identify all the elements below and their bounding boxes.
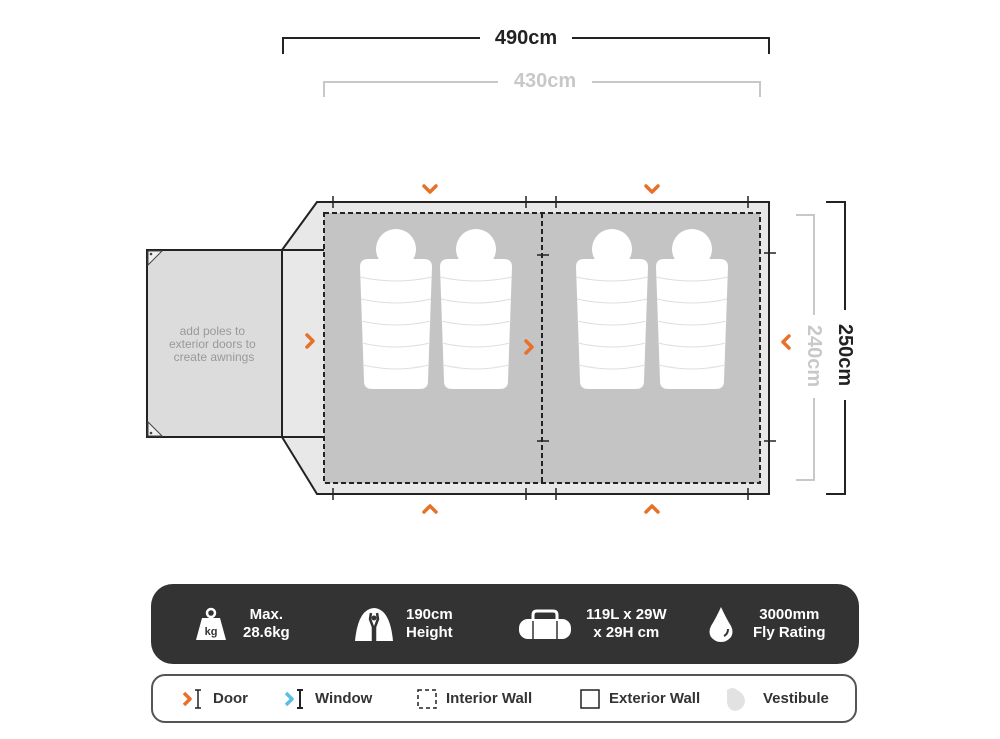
spec-weight-line2: 28.6kg: [243, 624, 290, 641]
legend: Door Window Interior Wall Exterior Wall …: [151, 674, 857, 723]
exterior-wall-icon: [580, 688, 600, 709]
spec-pack-line2: x 29H cm: [593, 624, 660, 641]
doors: [305, 184, 791, 514]
dimension-outer-length: 490cm: [282, 27, 770, 54]
legend-label-door: Door: [213, 690, 248, 707]
spec-height-line1: 190cm: [406, 606, 453, 623]
outer-length-label: 490cm: [495, 27, 557, 49]
legend-label-window: Window: [315, 690, 373, 707]
spec-weight: kg Max.28.6kg: [191, 584, 290, 664]
svg-text:add poles to exterior do: add poles to exterior doors to create aw…: [169, 324, 259, 364]
dimension-outer-width: 250cm: [826, 201, 856, 495]
legend-item-vestibule: Vestibule: [723, 676, 829, 721]
spec-weight-line1: Max.: [249, 606, 284, 623]
door-icon-bottom-left: [422, 504, 438, 514]
vestibule-icon: [727, 687, 745, 711]
inner-width-label: 240cm: [803, 325, 825, 387]
pole-markers: [332, 196, 776, 500]
legend-item-exterior-wall: Exterior Wall: [579, 676, 700, 721]
awning-note-line-2: exterior doors to: [169, 337, 256, 351]
legend-item-window: Window: [283, 676, 372, 721]
door-icon: [182, 688, 201, 709]
weight-icon: kg: [191, 604, 231, 644]
spec-fly-line2: Fly Rating: [753, 624, 826, 641]
awning-note-line-1: add poles to: [180, 324, 246, 338]
spec-pack-line1: 119L x 29W: [586, 606, 667, 623]
legend-label-vestibule: Vestibule: [763, 690, 829, 707]
door-icon-left: [305, 333, 315, 349]
svg-text:kg: kg: [205, 626, 218, 638]
door-icon-right: [781, 334, 791, 350]
door-icon-top-left: [422, 184, 438, 194]
dimension-inner-length: 430cm: [323, 70, 761, 97]
awning-note-line-3: create awnings: [174, 350, 255, 364]
awning-area: add poles to exterior doors to create aw…: [146, 249, 283, 438]
spec-fly-line1: 3000mm: [759, 606, 820, 623]
legend-label-interior-wall: Interior Wall: [446, 690, 533, 707]
spec-height-line2: Height: [406, 624, 453, 641]
dimension-inner-width: 240cm: [796, 214, 825, 481]
legend-item-interior-wall: Interior Wall: [416, 676, 532, 721]
window-icon: [284, 688, 303, 709]
carry-bag-icon: [516, 604, 574, 644]
room-left: [324, 213, 542, 483]
door-icon-bottom-right: [644, 504, 660, 514]
interior-wall-icon: [417, 688, 437, 709]
door-icon-top-right: [644, 184, 660, 194]
legend-item-door: Door: [181, 676, 248, 721]
room-right: [542, 213, 760, 483]
tent-floor-plan: 490cm 430cm add poles to exterior doors …: [146, 27, 856, 514]
tent-height-person-icon: [354, 604, 394, 644]
water-drop-icon: [701, 604, 741, 644]
legend-label-exterior-wall: Exterior Wall: [609, 690, 701, 707]
door-icon-divider: [524, 339, 534, 355]
inner-length-label: 430cm: [514, 70, 576, 92]
outer-width-label: 250cm: [834, 324, 856, 386]
